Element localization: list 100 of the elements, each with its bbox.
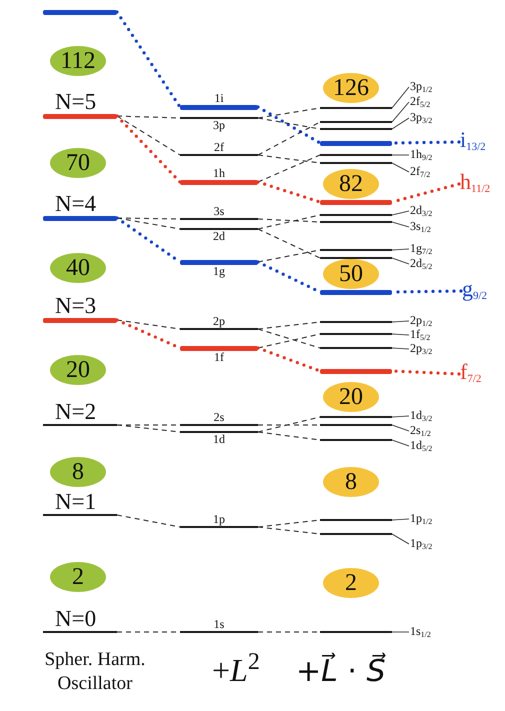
level-line <box>320 321 392 323</box>
level-line <box>320 121 392 123</box>
connector-line <box>256 180 322 204</box>
level-line <box>320 128 392 130</box>
column-heading: +L⃗ · S⃗ <box>296 652 387 691</box>
level-label: N=0 <box>55 607 96 632</box>
magic-number: 20 <box>323 382 379 412</box>
level-label: 1i <box>214 92 224 104</box>
leader-line <box>392 348 410 350</box>
leader-line <box>392 440 410 446</box>
level-label: 2p$_{1/2}$ <box>410 314 432 327</box>
level-label: 2p$_{3/2}$ <box>410 342 432 355</box>
level-label: 3p$_{1/2}$ <box>410 80 432 93</box>
level-label: i$_{13/2}$ <box>460 128 486 152</box>
level-label: 2d <box>213 230 225 243</box>
level-label: 2s <box>214 411 224 424</box>
leader-line <box>392 102 410 122</box>
level-label: 1d$_{5/2}$ <box>410 439 432 452</box>
magic-number: 8 <box>50 457 106 487</box>
level-label: f$_{7/2}$ <box>460 360 482 384</box>
level-line <box>320 107 392 109</box>
magic-number: 20 <box>50 355 106 385</box>
leader-line <box>392 222 410 228</box>
level-label: 2f$_{7/2}$ <box>410 165 430 178</box>
level-label: 1s <box>214 618 224 632</box>
level-label: 2f <box>214 141 224 154</box>
level-line <box>320 200 392 204</box>
column-heading: +L$^{2}$ <box>212 650 261 690</box>
magic-number: 82 <box>323 169 379 199</box>
level-line <box>320 347 392 349</box>
level-line <box>320 214 392 216</box>
level-line <box>320 533 392 535</box>
connector-line <box>258 416 320 432</box>
level-label: 3s$_{1/2}$ <box>410 220 431 233</box>
level-label: 2s$_{1/2}$ <box>410 424 431 437</box>
connector-line <box>115 10 182 109</box>
magic-number: 112 <box>50 46 106 76</box>
level-line <box>320 416 392 418</box>
leader-line <box>392 258 410 264</box>
level-label: 1p$_{3/2}$ <box>410 537 432 550</box>
connector-line <box>116 320 180 330</box>
connector-line <box>116 218 180 230</box>
level-label: N=4 <box>55 192 96 216</box>
leader-line <box>392 416 410 418</box>
leader-line <box>392 118 410 130</box>
level-line <box>320 631 392 633</box>
level-label: 1d <box>213 432 225 446</box>
level-label: N=5 <box>55 90 96 114</box>
level-label: 2d$_{3/2}$ <box>410 204 432 217</box>
connector-line <box>258 328 320 348</box>
leader-line <box>392 248 410 250</box>
level-line <box>320 221 392 223</box>
magic-number: 70 <box>50 148 106 178</box>
leader-line <box>392 154 410 156</box>
level-label: 1p <box>213 513 225 526</box>
level-label: h$_{11/2}$ <box>460 170 490 194</box>
magic-number: 40 <box>50 253 106 283</box>
level-label: 1f$_{5/2}$ <box>410 328 430 341</box>
magic-number: 2 <box>50 562 106 592</box>
level-label: 2f$_{5/2}$ <box>410 95 430 108</box>
level-label: 3p <box>213 118 225 132</box>
leader-line <box>392 86 410 108</box>
level-label: N=1 <box>55 490 96 514</box>
level-label: N=2 <box>55 400 96 424</box>
connector-line <box>256 105 322 145</box>
level-label: 1s$_{1/2}$ <box>410 625 431 638</box>
level-label: 2d$_{5/2}$ <box>410 257 432 270</box>
connector-line <box>258 214 320 230</box>
connector-line <box>258 334 320 348</box>
level-label: 3p$_{3/2}$ <box>410 111 432 124</box>
level-label: 1d$_{3/2}$ <box>410 409 432 422</box>
level-line <box>320 368 392 374</box>
level-label: g$_{9/2}$ <box>462 277 488 301</box>
level-line <box>320 154 392 156</box>
level-label: 1h <box>213 166 225 180</box>
connector-line <box>258 228 320 258</box>
level-line <box>320 162 392 164</box>
level-line <box>320 249 392 251</box>
magic-number: 2 <box>323 568 379 598</box>
level-line <box>320 439 392 441</box>
connector-line <box>116 424 180 432</box>
leader-line <box>392 334 410 336</box>
level-line <box>320 290 392 294</box>
level-label: 3s <box>214 205 224 218</box>
leader-line <box>392 518 410 520</box>
level-line <box>320 333 392 335</box>
connector-line <box>116 514 180 528</box>
level-label: 1g$_{7/2}$ <box>410 242 432 255</box>
level-line <box>320 257 392 259</box>
level-line <box>43 10 117 14</box>
leader-line <box>392 320 410 322</box>
level-label: 2p <box>213 315 225 328</box>
column-heading: Spher. Harm. Oscillator <box>44 648 146 696</box>
magic-number: 8 <box>323 467 379 497</box>
level-label: N=3 <box>55 294 96 318</box>
level-line <box>320 519 392 521</box>
level-line <box>320 140 392 146</box>
leader-line <box>392 210 410 216</box>
level-label: 1p$_{1/2}$ <box>410 512 432 525</box>
magic-number: 126 <box>323 73 379 103</box>
